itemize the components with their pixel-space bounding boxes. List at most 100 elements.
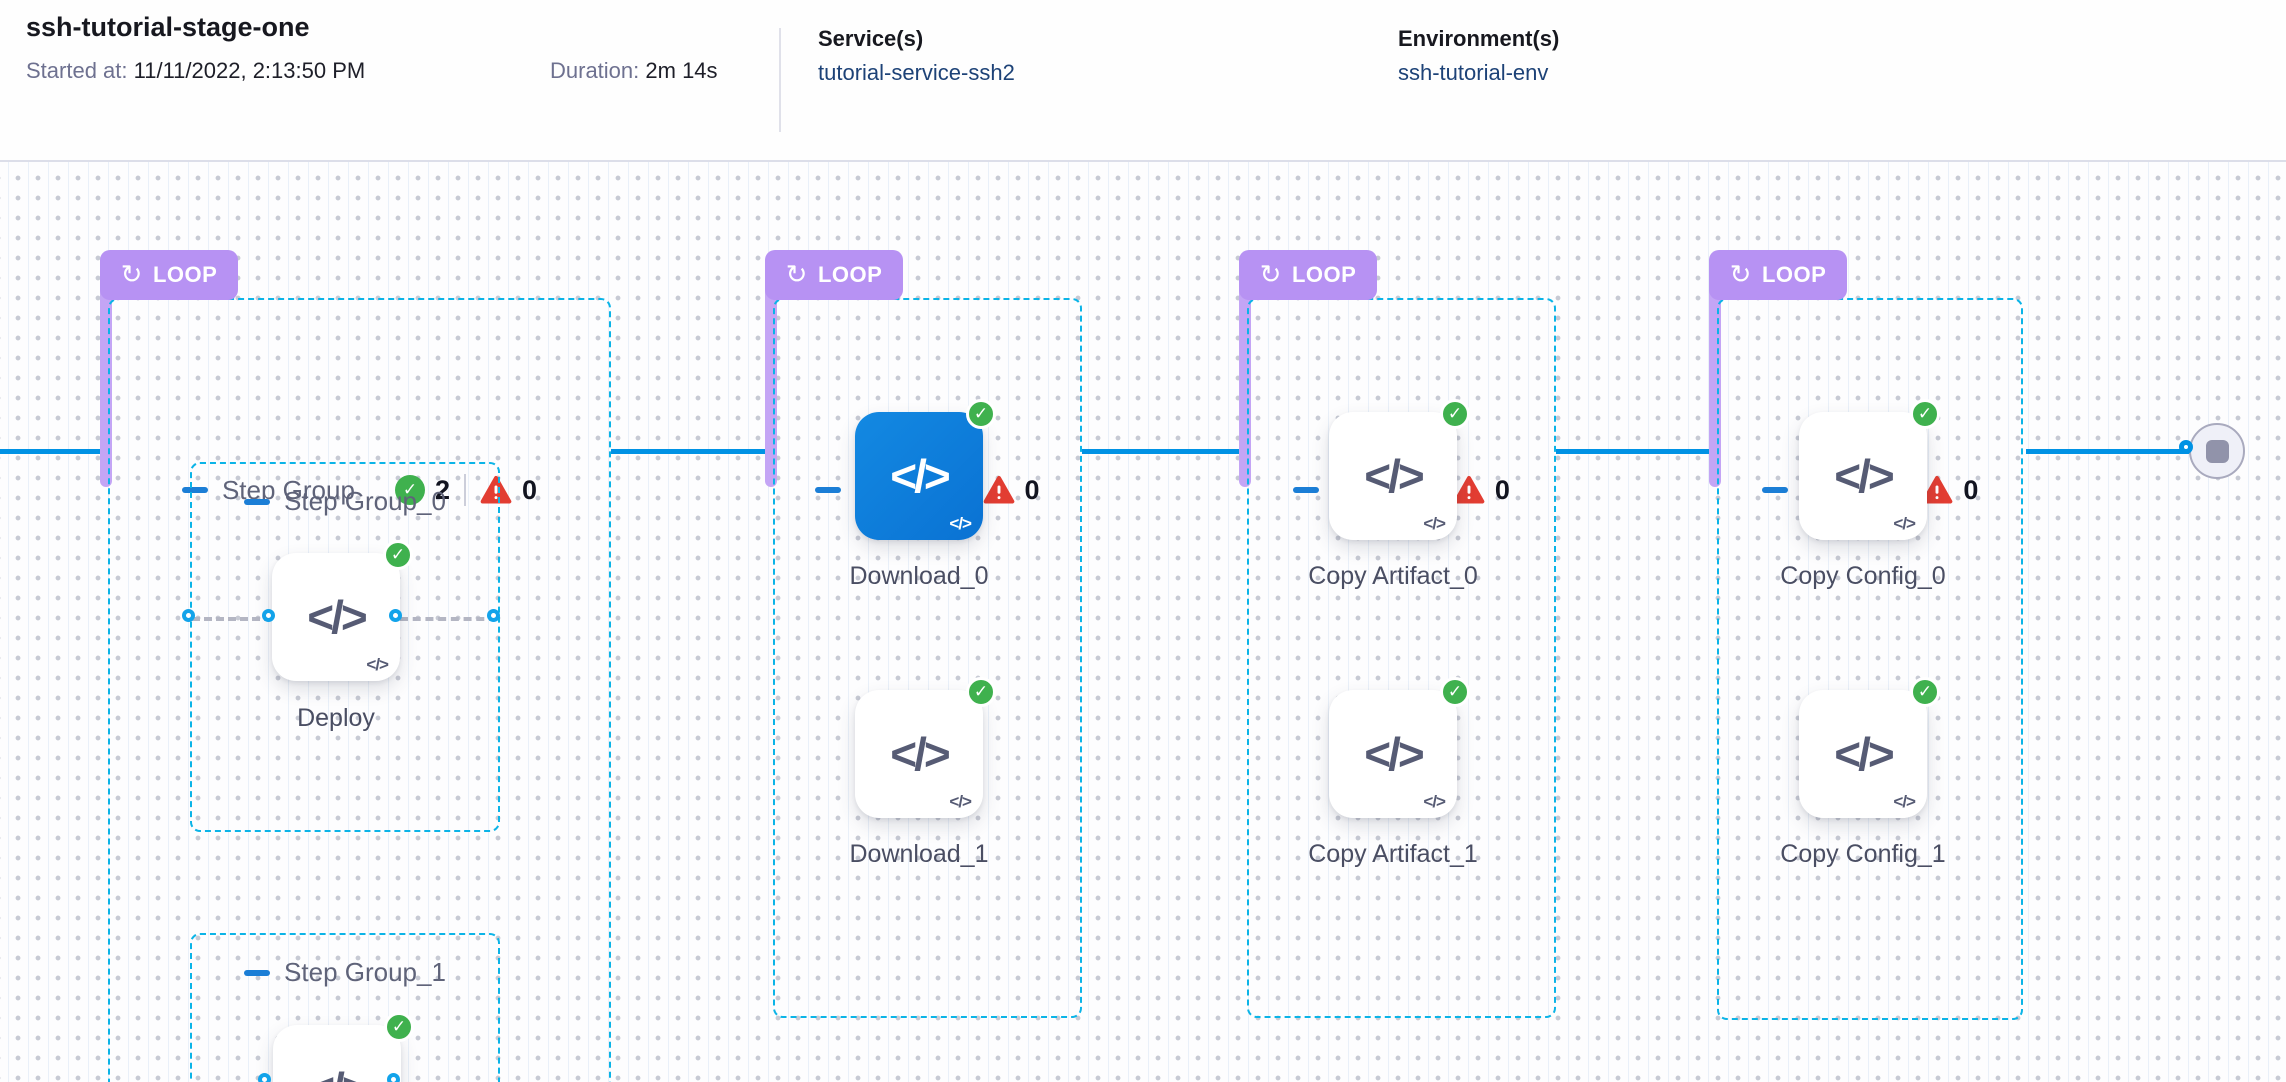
step-node-copy-artifact-0[interactable]: </> </> ✓ — [1329, 399, 1470, 540]
code-step-icon: </> — [1364, 450, 1424, 502]
code-step-subicon: </> — [1423, 514, 1446, 533]
step-node-download-1[interactable]: </> </> ✓ — [855, 677, 996, 818]
step-node-deploy[interactable]: </> </> ✓ — [272, 540, 413, 681]
step-node-copy-config-1[interactable]: </> </> ✓ — [1799, 677, 1940, 818]
inner-group-title: Step Group_0 — [284, 486, 446, 516]
services-label: Service(s) — [818, 26, 924, 51]
started-at-value: 11/11/2022, 2:13:50 PM — [133, 58, 366, 83]
loop-badge-label: LOOP — [1761, 262, 1827, 287]
failed-count: 0 — [1024, 474, 1040, 505]
step-label: Deploy — [297, 704, 375, 732]
loop-badge: ↻ LOOP — [1709, 250, 1847, 300]
step-group-box[interactable]: Step Group ✓ 2 0 — [108, 298, 611, 1082]
collapse-minus-icon[interactable] — [1293, 487, 1320, 493]
connector-node[interactable] — [182, 609, 195, 622]
success-check-icon: ✓ — [1910, 677, 1940, 707]
exec-line-segment — [611, 449, 775, 454]
step-node[interactable]: </> ✓ — [273, 1012, 414, 1082]
collapse-minus-icon[interactable] — [815, 487, 842, 493]
failed-count: 0 — [1494, 474, 1510, 505]
code-step-subicon: </> — [366, 655, 389, 674]
loop-icon: ↻ — [1259, 259, 1282, 289]
failed-count: 0 — [521, 474, 538, 505]
code-step-icon: </> — [1364, 728, 1424, 780]
step-label: Copy Config_0 — [1780, 562, 1946, 590]
step-label: Copy Artifact_0 — [1308, 562, 1478, 590]
environments-label: Environment(s) — [1398, 26, 1560, 51]
step-label: Download_1 — [849, 840, 989, 868]
stage-end-node[interactable] — [2189, 423, 2245, 479]
loop-badge: ↻ LOOP — [1239, 250, 1377, 300]
connector-node[interactable] — [262, 609, 275, 622]
code-step-subicon: </> — [1893, 514, 1916, 533]
connector-node[interactable] — [389, 609, 402, 622]
success-check-icon: ✓ — [1440, 399, 1470, 429]
status-badges: ✓ 2 0 — [394, 474, 538, 506]
inner-group-header: Step Group_0 — [192, 486, 498, 517]
loop-badge-label: LOOP — [1291, 262, 1357, 287]
badge-divider — [463, 474, 466, 506]
loop-icon: ↻ — [785, 259, 808, 289]
connector-node[interactable] — [258, 1073, 271, 1082]
code-step-icon: </> — [890, 728, 950, 780]
code-step-subicon: </> — [949, 792, 972, 811]
copy-artifact-group-box[interactable]: C ✓ 2 0 — [1247, 298, 1556, 1018]
exec-line-segment — [1082, 449, 1249, 454]
inner-group-header: Step Group_1 — [192, 957, 498, 988]
download-group-box[interactable]: D. ✓ 2 0 — [773, 298, 1082, 1018]
loop-icon: ↻ — [120, 259, 143, 289]
success-badge-icon: ✓ — [394, 475, 425, 505]
started-at: Started at: 11/11/2022, 2:13:50 PM — [26, 58, 365, 84]
success-count: 2 — [434, 474, 450, 505]
header-divider — [779, 28, 781, 132]
success-check-icon: ✓ — [1440, 677, 1470, 707]
warning-triangle-icon — [983, 476, 1014, 504]
success-check-icon: ✓ — [383, 540, 413, 570]
inner-group-title: Step Group_1 — [284, 957, 446, 987]
connector-node[interactable] — [487, 609, 500, 622]
loop-badge-label: LOOP — [152, 262, 218, 287]
collapse-minus-icon[interactable] — [1761, 487, 1788, 493]
code-step-icon: </> — [890, 450, 950, 502]
step-node-copy-config-0[interactable]: </> </> ✓ — [1799, 399, 1940, 540]
success-check-icon: ✓ — [966, 677, 996, 707]
started-at-label: Started at: — [26, 58, 134, 83]
collapse-minus-icon[interactable] — [244, 498, 271, 505]
copy-config-group-box[interactable]: C ✓ 2 0 — [1717, 298, 2023, 1020]
loop-icon: ↻ — [1729, 259, 1752, 289]
step-label: Download_0 — [849, 562, 989, 590]
step-node-copy-artifact-1[interactable]: </> </> ✓ — [1329, 677, 1470, 818]
code-step-icon: </> — [308, 1062, 368, 1082]
stop-icon — [2205, 439, 2229, 463]
step-node-download-0[interactable]: </> </> ✓ — [855, 399, 996, 540]
exec-line-segment — [2026, 449, 2193, 454]
code-step-icon: </> — [1834, 450, 1894, 502]
duration-value: 2m 14s — [645, 58, 718, 83]
environment-link[interactable]: ssh-tutorial-env — [1398, 60, 1549, 85]
loop-badge: ↻ LOOP — [100, 250, 238, 300]
duration-label: Duration: — [550, 58, 646, 83]
pipeline-canvas[interactable]: ↻ LOOP Step Group ✓ 2 0 Step Group_0 — [0, 162, 2286, 1082]
loop-badge-label: LOOP — [817, 262, 883, 287]
step-label: Copy Artifact_1 — [1308, 840, 1478, 868]
connector-node — [2179, 440, 2193, 454]
inner-step-group-box[interactable]: Step Group_0 — [190, 462, 500, 832]
step-connector-dashed — [400, 617, 497, 621]
warning-triangle-icon — [480, 476, 512, 504]
code-step-subicon: </> — [1423, 792, 1446, 811]
success-check-icon: ✓ — [966, 399, 996, 429]
service-link[interactable]: tutorial-service-ssh2 — [818, 60, 1015, 85]
stage-title: ssh-tutorial-stage-one — [26, 12, 310, 42]
success-check-icon: ✓ — [384, 1012, 414, 1042]
code-step-icon: </> — [1834, 728, 1894, 780]
inner-step-group-box[interactable]: Step Group_1 — [190, 933, 500, 1082]
exec-line-segment — [0, 449, 110, 454]
collapse-minus-icon[interactable] — [181, 487, 208, 493]
failed-count: 0 — [1963, 474, 1979, 505]
warning-triangle-icon — [1453, 476, 1485, 504]
connector-node[interactable] — [387, 1073, 400, 1082]
step-connector-dashed — [192, 617, 272, 621]
step-group-header: Step Group ✓ 2 0 — [110, 468, 609, 512]
collapse-minus-icon[interactable] — [244, 969, 271, 976]
warning-triangle-icon — [1922, 476, 1953, 504]
